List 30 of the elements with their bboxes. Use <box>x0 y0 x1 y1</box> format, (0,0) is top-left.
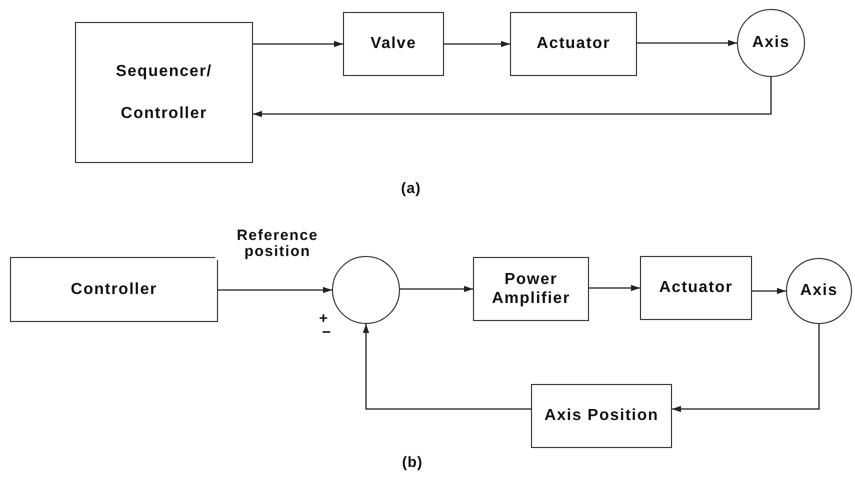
block-label: Controller <box>70 280 158 300</box>
block-label: Power Amplifier <box>490 270 572 308</box>
arrow <box>589 284 640 292</box>
block-label: Valve <box>370 34 416 54</box>
block-label: Axis <box>752 33 790 53</box>
block-label: Axis Position <box>544 406 659 426</box>
arrow <box>637 40 737 46</box>
arrow <box>253 77 772 118</box>
block-box <box>640 256 752 320</box>
arrow <box>253 40 343 48</box>
block-label: Actuator <box>659 278 733 298</box>
arrow <box>444 40 510 48</box>
block-box <box>343 12 444 76</box>
block-label: Sequencer/ Controller <box>114 62 214 124</box>
block-box <box>510 12 637 76</box>
block-box <box>473 257 589 321</box>
caption-label: + <box>319 310 328 327</box>
block-label: Actuator <box>536 34 610 54</box>
arrow <box>752 288 786 294</box>
block-label: Axis <box>800 281 838 301</box>
block-box <box>10 257 218 322</box>
arrow <box>672 324 820 412</box>
block-box <box>75 22 253 163</box>
arrow <box>362 324 531 410</box>
caption-label: (a) <box>401 180 421 197</box>
arrow <box>218 286 332 294</box>
block-box <box>531 384 672 448</box>
caption-label: − <box>322 324 332 341</box>
caption-label: (b) <box>402 454 423 471</box>
arrow <box>400 286 473 292</box>
